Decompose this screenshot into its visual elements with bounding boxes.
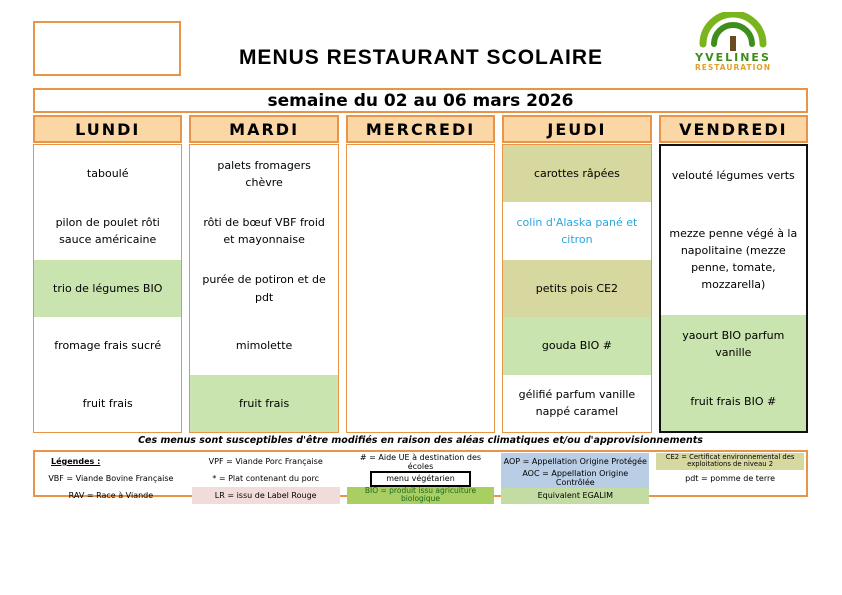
menu-item: carottes râpées (503, 145, 651, 203)
legend-item: Equivalent EGALIM (501, 487, 650, 504)
menu-item: mimolette (190, 317, 338, 375)
menu-item: taboulé (34, 145, 182, 203)
legend-item: CE2 = Certificat environnemental des exp… (656, 453, 804, 470)
legend-item: * = Plat contenant du porc (212, 473, 320, 483)
legend-item: RAV = Race à Viande (68, 490, 154, 500)
menu-item: fromage frais sucré (34, 317, 182, 375)
tree-logo-icon (683, 12, 783, 52)
menu-item: gouda BIO # (503, 317, 651, 375)
menu-item: fruit frais BIO # (660, 372, 807, 432)
legend-item: LR = issu de Label Rouge (191, 486, 340, 504)
menu-item: palets fromagers chèvre (190, 145, 338, 203)
legend-veggie-menu-box: menu végétarien (370, 471, 471, 487)
legend-item: menu végétarien (347, 471, 495, 487)
logo-text-restauration: RESTAURATION (694, 62, 772, 72)
day-body-mercredi (345, 144, 496, 433)
menu-item: trio de légumes BIO (34, 259, 182, 318)
legend-column-2: VPF = Viande Porc Française * = Plat cont… (191, 453, 340, 504)
menu-item: fruit frais (190, 374, 338, 433)
legend-item: pdt = pomme de terre (685, 473, 776, 483)
day-header-vendredi: VENDREDI (658, 115, 809, 143)
legend-column-5: CE2 = Certificat environnemental des exp… (656, 453, 804, 504)
week-banner: semaine du 02 au 06 mars 2026 (33, 88, 808, 113)
legend-item: Légendes : (51, 456, 101, 466)
legend-item: AOP = Appellation Origine Protégée (501, 453, 650, 470)
day-header-mercredi: MERCREDI (345, 115, 496, 143)
menu-item: purée de potiron et de pdt (190, 259, 338, 318)
legend-item: AOC = Appellation Origine Contrôlée (501, 469, 650, 488)
menu-item: rôti de bœuf VBF froid et mayonnaise (190, 202, 338, 260)
menu-item: mezze penne végé à la napolitaine (mezze… (660, 204, 807, 315)
menu-item: yaourt BIO parfum vanille (660, 314, 807, 373)
legend-item: # = Aide UE à destination des écoles (359, 453, 482, 472)
logo: YVELINES RESTAURATION (683, 12, 783, 71)
legend-item: VPF = Viande Porc Française (208, 456, 323, 466)
blank-header-box (33, 21, 181, 76)
page-title: MENUS RESTAURANT SCOLAIRE (238, 46, 604, 69)
legend-item (656, 487, 804, 504)
menu-item: colin d'Alaska pané et citron (503, 202, 651, 260)
footnote: Ces menus sont susceptibles d'être modif… (138, 435, 703, 446)
menu-item: gélifié parfum vanille nappé caramel (503, 374, 651, 433)
legend-item: BIO = produit issu agriculture biologiqu… (346, 486, 495, 504)
day-header-lundi: LUNDI (33, 115, 183, 143)
menu-item: petits pois CE2 (503, 259, 651, 318)
menu-item: pilon de poulet rôti sauce américaine (34, 202, 182, 260)
day-header-jeudi: JEUDI (502, 115, 652, 143)
logo-text-yvelines: YVELINES (695, 51, 771, 64)
day-header-mardi: MARDI (189, 115, 339, 143)
menu-item: velouté légumes verts (660, 146, 807, 205)
legend-item: VBF = Viande Bovine Française (48, 473, 174, 483)
day-column-mercredi: MERCREDI (345, 115, 496, 433)
menu-item: fruit frais (34, 374, 182, 433)
